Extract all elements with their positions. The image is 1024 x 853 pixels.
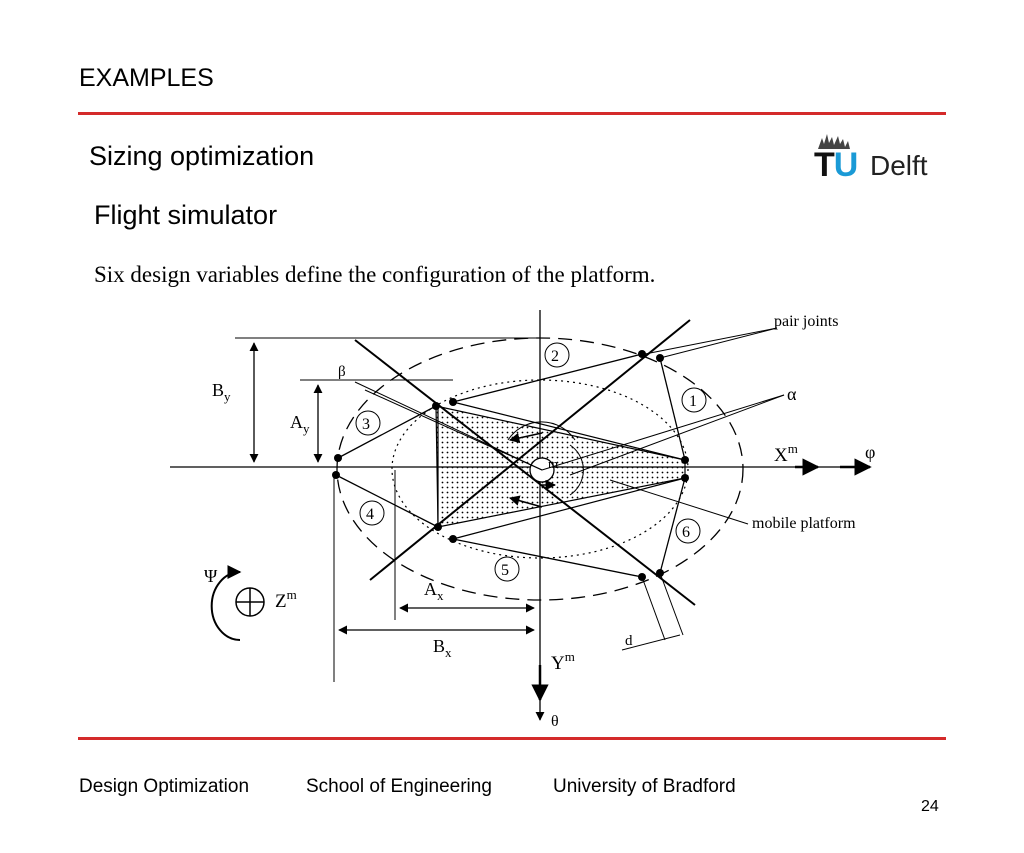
d-leader bbox=[621, 634, 681, 651]
logo-u: U bbox=[833, 146, 859, 184]
leg-2 bbox=[452, 353, 643, 403]
logo-delft: Delft bbox=[870, 150, 928, 181]
theta-label: θ bbox=[551, 713, 559, 730]
flame-icon bbox=[818, 134, 850, 149]
zm-label: Zm bbox=[275, 587, 297, 612]
inner-platform-ellipse bbox=[391, 379, 689, 559]
platform-edge bbox=[452, 477, 686, 540]
joint-dot bbox=[449, 398, 457, 406]
ax-label: Ax bbox=[424, 579, 444, 603]
slide-title: Sizing optimization bbox=[89, 141, 315, 171]
alpha-leader bbox=[569, 394, 785, 476]
joint-number: 4 bbox=[366, 506, 374, 523]
joint-label-3: 3 bbox=[355, 410, 381, 436]
joint-number: 3 bbox=[362, 416, 370, 433]
joint-number: 5 bbox=[501, 562, 509, 579]
page-number: 24 bbox=[921, 798, 939, 815]
joint-dot bbox=[449, 535, 457, 543]
bx-label: Bx bbox=[433, 636, 452, 660]
joint-dot bbox=[681, 456, 689, 464]
footer-course: Design Optimization bbox=[79, 776, 250, 797]
joint-label-2: 2 bbox=[544, 342, 570, 368]
centre-arrow bbox=[508, 432, 543, 444]
leg-1 bbox=[659, 357, 686, 461]
leg-5 bbox=[452, 538, 643, 578]
leg-3 bbox=[337, 405, 437, 459]
alpha-label: α bbox=[787, 384, 797, 404]
beta-line bbox=[364, 389, 543, 471]
joint-label-6: 6 bbox=[675, 518, 701, 544]
joint-dot bbox=[334, 454, 342, 462]
leg-4 bbox=[335, 474, 439, 528]
by-label: By bbox=[212, 380, 231, 404]
beta-line bbox=[354, 381, 543, 471]
slide-subtitle: Flight simulator bbox=[94, 200, 278, 230]
joint-label-1: 1 bbox=[681, 387, 707, 413]
leg-6 bbox=[659, 477, 686, 574]
joint-dot bbox=[638, 350, 646, 358]
pair-joints-label: pair joints bbox=[774, 313, 838, 330]
joint-number: 1 bbox=[689, 393, 697, 410]
section-title: EXAMPLES bbox=[79, 64, 214, 92]
footer-school: School of Engineering bbox=[306, 776, 492, 797]
joint-dot bbox=[432, 402, 440, 410]
psi-rotation-arc bbox=[210, 565, 242, 641]
ym-label: Ym bbox=[551, 649, 575, 674]
footer-university: University of Bradford bbox=[553, 776, 736, 797]
phi-label: φ bbox=[865, 442, 875, 462]
tu-delft-logo: TU Delft bbox=[806, 132, 952, 188]
joint-number: 6 bbox=[682, 524, 690, 541]
centre-arrow bbox=[508, 495, 543, 508]
joint-dot bbox=[332, 471, 340, 479]
d-line bbox=[641, 576, 666, 641]
xm-label: Xm bbox=[774, 441, 798, 466]
joint-label-5: 5 bbox=[494, 556, 520, 582]
bottom-divider bbox=[78, 737, 946, 740]
d-line bbox=[659, 572, 684, 636]
platform-diagram: m 2 1 3 4 5 6 bbox=[170, 310, 875, 730]
pair-joints-leader bbox=[644, 327, 778, 355]
psi-label: Ψ bbox=[204, 566, 218, 586]
ay-label: Ay bbox=[290, 412, 310, 436]
logo-tu: TU bbox=[814, 146, 859, 185]
platform-edge bbox=[452, 401, 686, 461]
pair-joints-leader bbox=[659, 327, 778, 359]
mobile-platform-leader bbox=[609, 479, 749, 525]
origin-label: m bbox=[548, 456, 558, 471]
joint-dot bbox=[434, 523, 442, 531]
d-label: d bbox=[625, 633, 633, 649]
mobile-platform-label: mobile platform bbox=[752, 515, 856, 532]
joint-dot bbox=[681, 474, 689, 482]
alpha-leader bbox=[541, 394, 785, 471]
top-divider bbox=[78, 112, 946, 115]
joint-label-4: 4 bbox=[359, 500, 385, 526]
beta-label: β bbox=[338, 364, 346, 380]
joint-number: 2 bbox=[551, 348, 559, 365]
alpha-arc bbox=[507, 421, 576, 441]
logo-t: T bbox=[814, 146, 835, 184]
slide-description: Six design variables define the configur… bbox=[94, 262, 656, 287]
